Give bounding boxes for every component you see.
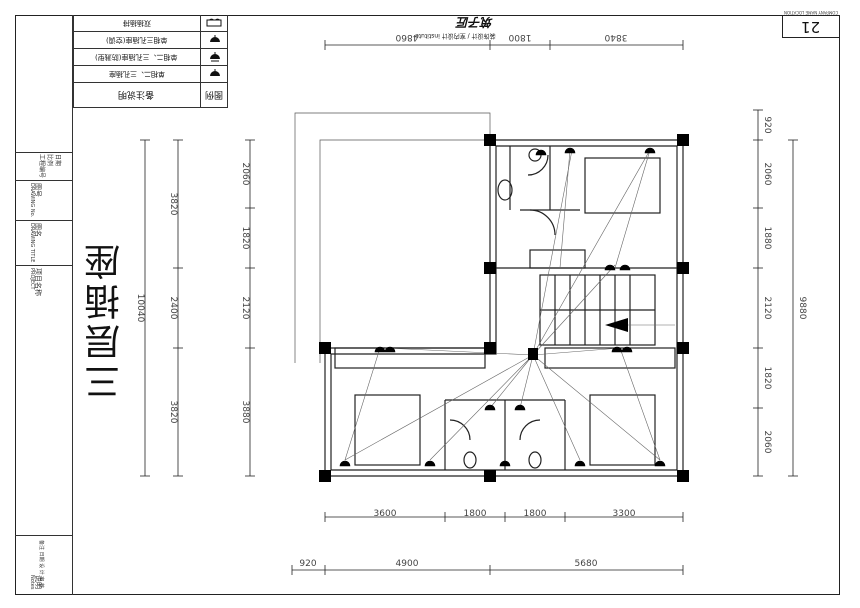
legend-row: 单相三孔插座(空调) — [73, 32, 228, 49]
column — [677, 342, 689, 354]
dim-bottom-outer-0: 920 — [299, 559, 316, 569]
strip-divider — [15, 152, 73, 153]
double-socket-icon — [200, 15, 228, 31]
socket-icon — [574, 460, 666, 467]
stair-arrow — [605, 318, 628, 332]
dim-bottom-inner-1: 1800 — [464, 509, 487, 519]
column — [484, 470, 496, 482]
dim-bottom-outer-1: 4900 — [396, 559, 419, 569]
balcony-inner-outline — [319, 139, 490, 363]
wiring-lines — [344, 149, 675, 461]
title-strip: 工程编号 比例 日期 图号 DRAWING No. 图名 DRAWING TIT… — [15, 15, 73, 595]
legend-table: 双插插排 单相三孔插座(空调) 单相二、三孔插座(防溅型) 单相二、三孔插座 备… — [73, 15, 228, 108]
page-number-box: 21 — [782, 15, 840, 38]
legend-border — [73, 15, 228, 108]
dim-right-inner-2: 1880 — [762, 227, 772, 250]
column — [677, 134, 689, 146]
socket-icon — [535, 149, 547, 156]
dim-left-mid-0: 3820 — [168, 193, 178, 216]
structural-columns — [319, 134, 689, 482]
socket-icon — [611, 346, 633, 353]
single-socket-icon — [200, 66, 228, 82]
socket-icon — [604, 264, 631, 271]
socket-icon — [339, 460, 436, 467]
dim-top-0: 4860 — [395, 32, 418, 42]
dim-left-mid-2: 3820 — [168, 401, 178, 424]
waterproof-socket-icon — [200, 49, 228, 65]
dim-left-inner-1: 1820 — [240, 227, 250, 250]
socket-icon — [374, 346, 396, 353]
column — [677, 262, 689, 274]
dim-left-mid-1: 2400 — [168, 297, 178, 320]
dim-left-inner-2: 2120 — [240, 297, 250, 320]
legend-row: 双插插排 — [73, 15, 228, 32]
exterior-walls — [324, 139, 684, 477]
column — [319, 342, 331, 354]
socket-icon — [484, 404, 526, 411]
dim-right-inner-5: 2060 — [762, 431, 772, 454]
legend-row: 单相二、三孔插座 — [73, 66, 228, 83]
dim-top-2: 3840 — [604, 32, 627, 42]
dim-top-1: 1800 — [508, 32, 531, 42]
dim-right-inner-0: 920 — [762, 116, 772, 133]
dim-bottom-inner-0: 3600 — [374, 509, 397, 519]
dim-bottom-inner-3: 3300 — [613, 509, 636, 519]
dim-left-inner-0: 2060 — [240, 163, 250, 186]
socket-symbols — [339, 147, 666, 467]
ac-socket-icon — [200, 32, 228, 48]
legend-row: 单相二、三孔插座(防溅型) — [73, 49, 228, 66]
strip-divider — [15, 220, 73, 221]
distribution-box — [528, 348, 538, 360]
socket-icon — [564, 147, 656, 154]
dim-right-inner-4: 1820 — [762, 367, 772, 390]
dimension-labels: 4860 1800 3840 3600 1800 1800 3300 920 4… — [135, 32, 807, 569]
balcony-outline — [294, 112, 491, 363]
dim-right-inner-3: 2120 — [762, 297, 772, 320]
legend-header-icon-cell: 图例 — [200, 83, 228, 108]
dim-bottom-outer-2: 5680 — [575, 559, 598, 569]
column — [677, 470, 689, 482]
column — [484, 262, 496, 274]
column — [484, 342, 496, 354]
dim-left-total: 10040 — [135, 294, 145, 323]
dim-left-inner-3: 3880 — [240, 401, 250, 424]
drawing-frame — [15, 15, 840, 595]
column — [319, 470, 331, 482]
legend-header-row: 备注说明 图例 — [73, 83, 228, 108]
socket-icon — [499, 460, 511, 467]
dim-right-total: 9880 — [797, 297, 807, 320]
strip-divider — [15, 265, 73, 266]
dim-bottom-inner-2: 1800 — [524, 509, 547, 519]
dim-right-inner-1: 2060 — [762, 163, 772, 186]
strip-divider — [15, 180, 73, 181]
column — [484, 134, 496, 146]
strip-divider — [15, 535, 73, 536]
